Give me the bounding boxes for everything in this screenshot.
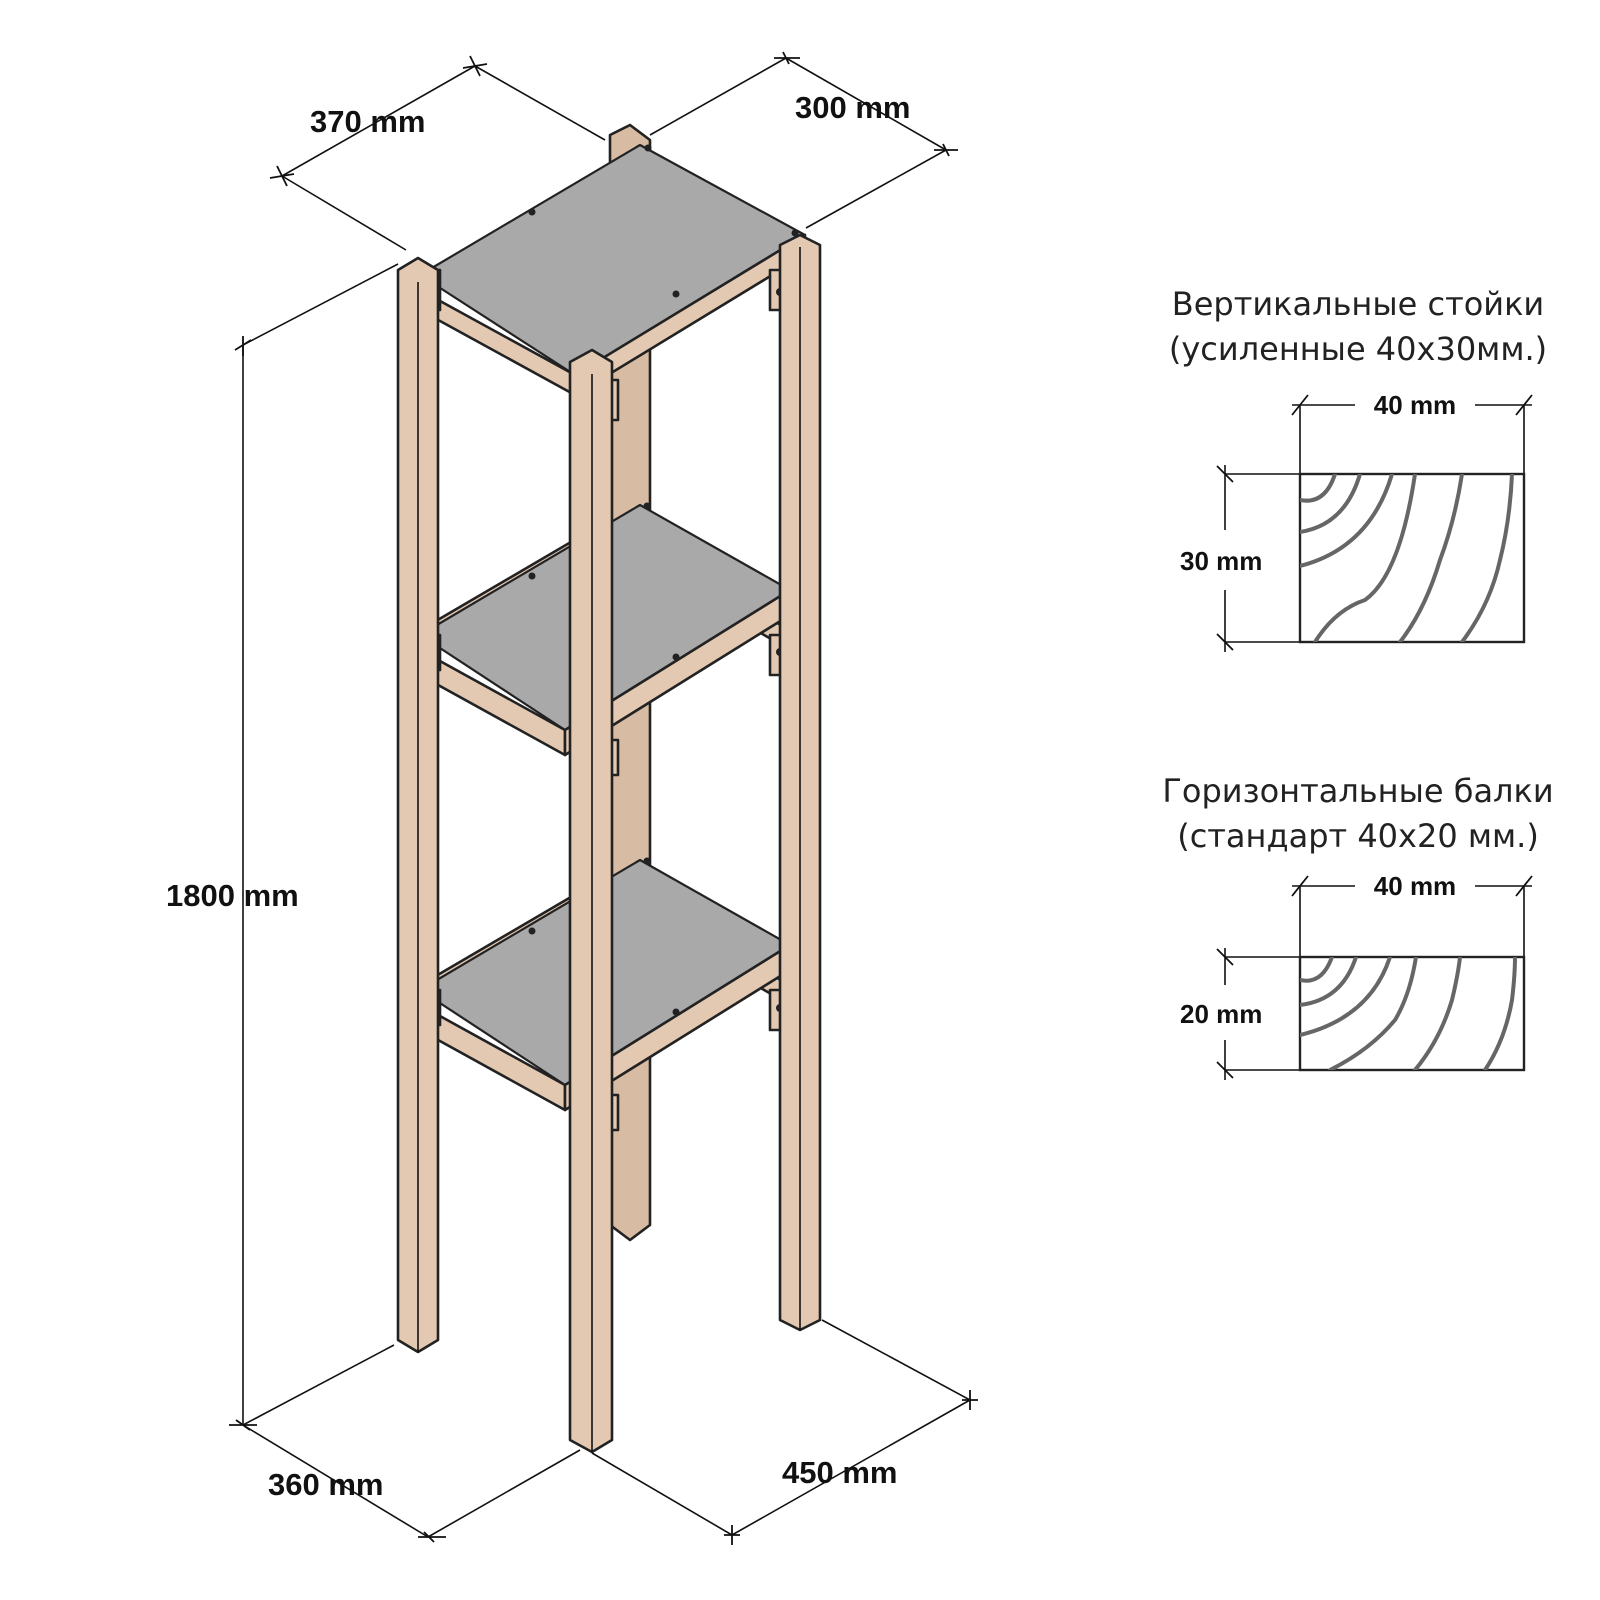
dimension-lines <box>229 51 978 1545</box>
dimension-labels: 370 mm 300 mm 1800 mm 360 mm 450 mm <box>166 90 910 1502</box>
section-2-title-line1: Горизонтальные балки <box>1162 772 1553 810</box>
section-1-height-label: 30 mm <box>1180 546 1262 576</box>
section-vertical-posts: Вертикальные стойки (усиленные 40х30мм.)… <box>1169 285 1547 652</box>
shelf-top <box>408 143 807 422</box>
bottom-depth-label: 360 mm <box>268 1467 383 1502</box>
section-1-wood-grain <box>1300 474 1514 642</box>
shelving-unit-drawing <box>396 123 822 1454</box>
bottom-width-label: 450 mm <box>782 1455 897 1490</box>
section-1-title-line1: Вертикальные стойки <box>1172 285 1544 323</box>
post-front-right <box>568 348 614 1454</box>
section-2-wood-grain <box>1300 957 1517 1070</box>
section-2-title-line2: (стандарт 40х20 мм.) <box>1177 817 1539 855</box>
top-width-label: 300 mm <box>795 90 910 125</box>
section-1-title-line2: (усиленные 40х30мм.) <box>1169 330 1547 368</box>
section-horizontal-beams: Горизонтальные балки (стандарт 40х20 мм.… <box>1162 772 1554 1080</box>
section-1-width-label: 40 mm <box>1374 390 1456 420</box>
section-2-width-label: 40 mm <box>1374 871 1456 901</box>
height-label: 1800 mm <box>166 878 299 913</box>
section-2-height-label: 20 mm <box>1180 999 1262 1029</box>
top-depth-label: 370 mm <box>310 104 425 139</box>
